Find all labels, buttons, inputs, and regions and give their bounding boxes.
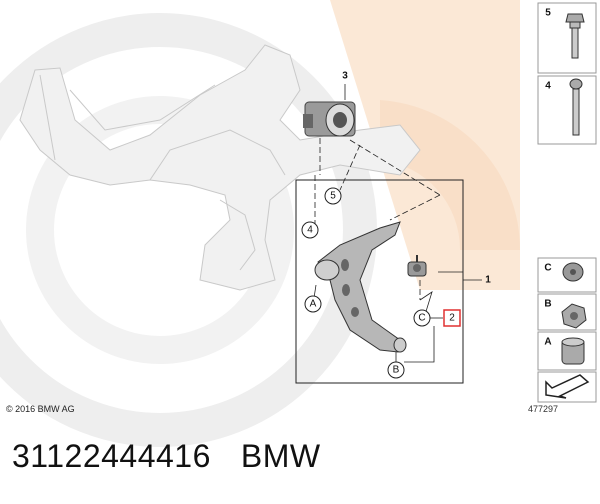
bolt-4-icon [569,78,583,136]
document-number: 477297 [527,404,558,414]
callout-3: 3 [342,71,348,82]
watermark-logo [0,0,521,447]
callout-c: C [413,309,431,327]
bolt-5-icon [565,13,585,59]
sidebar-item-4 [537,75,597,145]
caption: 31122444416 BMW [12,438,321,475]
assembly-frame [295,179,464,384]
svg-text:A: A [544,337,551,348]
screw-c-icon [562,262,584,282]
leader-lines [313,84,482,363]
control-arm-part [314,221,407,353]
callout-2-highlighted: 2 [443,309,461,327]
bushing-bracket-part [303,101,356,137]
sidebar-panel: 5 4 C B A [537,2,597,403]
sidebar-item-c [537,257,597,293]
callout-4: 4 [301,221,319,239]
direction-arrow-icon [545,374,590,399]
ball-joint-part [407,255,427,277]
callout-5: 5 [324,187,342,205]
sidebar-item-5 [537,2,597,74]
nut-a-icon [561,337,585,365]
callout-1: 1 [485,275,491,286]
svg-text:B: B [393,365,400,376]
svg-text:1: 1 [485,275,491,286]
part-number: 31122444416 [12,438,211,474]
callout-b: B [387,361,405,379]
svg-text:5: 5 [545,8,551,19]
svg-text:A: A [310,299,317,310]
svg-text:5: 5 [330,191,336,202]
brand-name: BMW [240,438,321,474]
nut-b-icon [561,303,587,329]
subframe-illustration [19,44,421,291]
svg-text:C: C [418,313,425,324]
callout-a: A [304,295,322,313]
svg-text:3: 3 [342,71,348,82]
svg-text:2: 2 [449,313,455,324]
svg-text:B: B [544,299,551,310]
svg-text:C: C [544,263,551,274]
svg-text:4: 4 [545,81,551,92]
svg-text:4: 4 [307,225,313,236]
copyright-text: © 2016 BMW AG [6,404,75,414]
